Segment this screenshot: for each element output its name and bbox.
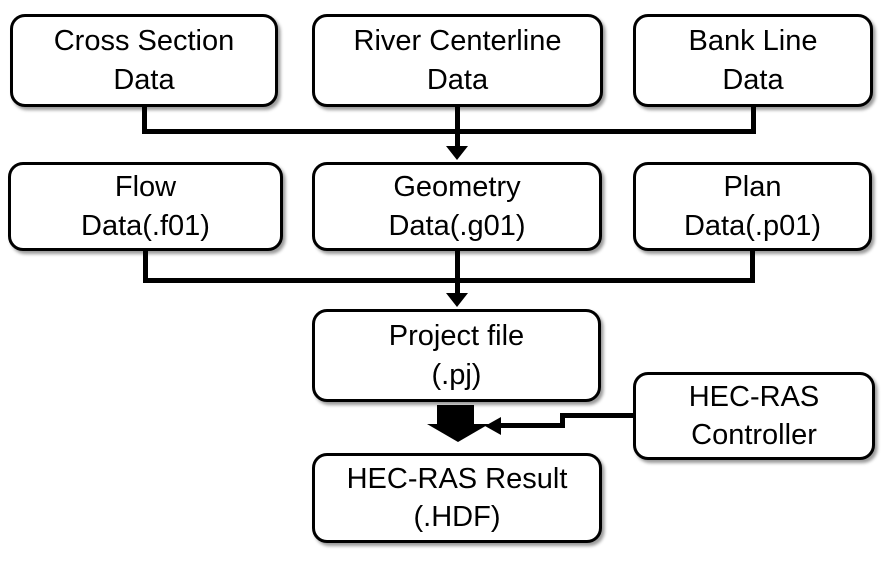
- connector-bus-row2: [143, 278, 755, 283]
- node-label-line: (.pj): [431, 358, 482, 391]
- node-label-line: River Centerline: [353, 25, 562, 58]
- node-label-line: HEC-RAS: [688, 380, 820, 413]
- node-flow-data: Flow Data(.f01): [8, 162, 283, 251]
- left-arrowhead-into-block-arrow: [485, 417, 501, 435]
- node-geometry-data: Geometry Data(.g01): [312, 162, 602, 251]
- node-river-centerline-data: River Centerline Data: [312, 14, 603, 107]
- block-down-arrowhead-into-result: [427, 424, 489, 442]
- connector-geometry-drop: [455, 249, 460, 295]
- node-bank-line-data: Bank Line Data: [633, 14, 873, 107]
- connector-controller-horizontal-lower: [500, 423, 563, 428]
- connector-plan-drop: [750, 249, 755, 283]
- connector-bus-row1: [142, 129, 756, 134]
- node-cross-section-data: Cross Section Data: [10, 14, 278, 107]
- node-label-line: Cross Section: [53, 25, 235, 58]
- connector-river-centerline-drop: [455, 105, 460, 147]
- node-label-line: Data: [113, 63, 175, 96]
- node-label-line: Data(.p01): [683, 209, 821, 242]
- down-arrowhead-into-geometry: [446, 146, 468, 160]
- node-label-line: Bank Line: [688, 25, 818, 58]
- node-label-line: Plan: [723, 171, 782, 204]
- node-label-line: Project file: [388, 320, 525, 353]
- node-label-line: Controller: [691, 419, 817, 451]
- down-arrowhead-into-project: [446, 293, 468, 307]
- node-label-line: Data(.g01): [388, 209, 526, 242]
- connector-controller-step-vertical: [560, 413, 565, 428]
- node-label-line: Data: [426, 63, 489, 96]
- connector-flow-drop: [143, 249, 148, 283]
- node-label-line: (.HDF): [413, 501, 501, 533]
- node-project-file: Project file (.pj): [312, 309, 601, 402]
- connector-bank-line-drop: [751, 105, 756, 134]
- connector-cross-section-drop: [142, 105, 147, 134]
- node-label-line: Geometry: [393, 171, 521, 204]
- block-arrow-stem: [437, 405, 474, 425]
- node-label-line: Flow: [114, 171, 177, 204]
- node-hec-ras-result: HEC-RAS Result (.HDF): [312, 453, 602, 543]
- node-label-line: Data(.f01): [81, 209, 210, 242]
- node-hec-ras-controller: HEC-RAS Controller: [633, 372, 875, 460]
- node-label-line: HEC-RAS Result: [346, 462, 568, 495]
- node-label-line: Data: [722, 63, 784, 96]
- node-plan-data: Plan Data(.p01): [633, 162, 872, 251]
- connector-controller-horizontal-upper: [563, 413, 635, 418]
